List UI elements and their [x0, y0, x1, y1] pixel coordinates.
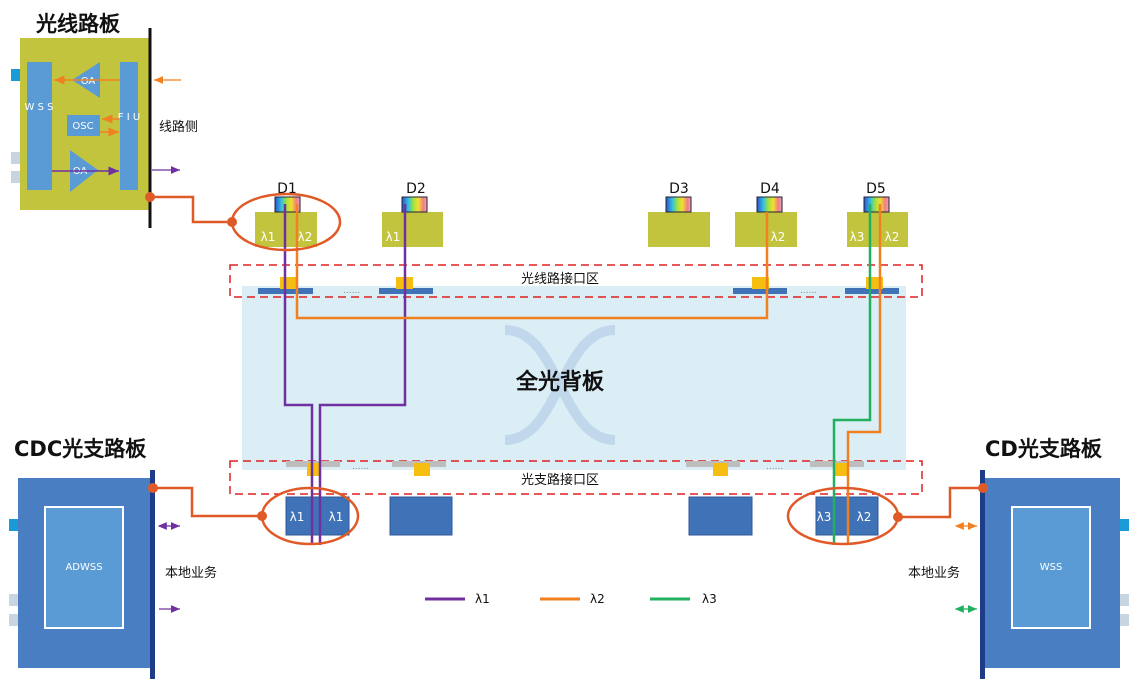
- cd-board-title: CD光支路板: [985, 437, 1103, 461]
- line-board: 光线路板 W S S F I U OA OA OSC 线路侧: [11, 12, 237, 228]
- line-zone-label: 光线路接口区: [521, 271, 599, 287]
- tributary-card[interactable]: [688, 496, 753, 536]
- osc-module: [67, 115, 100, 136]
- path-lambda2-d1-d4: [295, 204, 769, 320]
- ellipsis: ......: [352, 462, 369, 472]
- legend-label: λ3: [702, 592, 717, 606]
- spectrum-icon: [665, 196, 692, 213]
- port-icon: [1120, 594, 1129, 606]
- tributary-port-connectors: [307, 463, 848, 476]
- wavelength-label: λ3: [850, 230, 865, 244]
- port-icon: [1120, 519, 1129, 531]
- wss-module: [1011, 506, 1091, 629]
- degree-card-d3[interactable]: D3: [648, 181, 710, 247]
- cd-board: CD光支路板 WSS 本地业务: [893, 437, 1129, 679]
- connector-line: [898, 486, 983, 519]
- connector-line: [153, 486, 262, 518]
- degree-label: D5: [866, 181, 886, 197]
- local-service-label: 本地业务: [908, 565, 960, 581]
- degree-label: D3: [669, 181, 689, 197]
- connector-line: [150, 195, 232, 224]
- port-icon: [1120, 614, 1129, 626]
- fiu-label: F I U: [118, 112, 140, 123]
- wavelength-label: λ2: [885, 230, 900, 244]
- adwss-module: [44, 506, 124, 629]
- backplane-body: [242, 286, 906, 470]
- wss-module: [27, 62, 52, 190]
- wavelength-label: λ2: [298, 230, 313, 244]
- degree-card-d2[interactable]: D2 λ1: [382, 181, 443, 247]
- degree-label: D4: [760, 181, 780, 197]
- backplane: 全光背板 光线路接口区 ...... ...... 光支路接口区 ...... …: [229, 264, 923, 495]
- legend: λ1 λ2 λ3: [425, 592, 717, 606]
- backplane-title: 全光背板: [515, 369, 605, 395]
- cross-connect-icon: [504, 325, 616, 445]
- wavelength-label: λ3: [817, 510, 832, 524]
- path-lambda1-d1: [283, 204, 314, 545]
- port-icon: [9, 594, 18, 606]
- port-icon: [11, 69, 20, 81]
- ellipsis: ......: [343, 286, 360, 296]
- line-board-title: 光线路板: [35, 12, 121, 36]
- spectrum-icon: [401, 196, 428, 213]
- oa-top-label: OA: [81, 76, 96, 87]
- degree-cards: D1 λ1 λ2 D2 λ1 D3 D4 λ2 D5 λ3 λ2: [255, 181, 908, 247]
- fiu-module: [120, 62, 138, 190]
- highlight-ellipse: [230, 192, 342, 252]
- legend-label: λ2: [590, 592, 605, 606]
- port-icon: [11, 171, 20, 183]
- port-icon: [9, 519, 18, 531]
- wavelength-label: λ2: [857, 510, 872, 524]
- board-edge: [980, 470, 985, 679]
- path-lambda1-d2: [318, 204, 407, 545]
- adwss-label: ADWSS: [65, 562, 102, 573]
- tributary-card[interactable]: [389, 496, 453, 536]
- degree-card-d5[interactable]: D5 λ3 λ2: [847, 181, 908, 247]
- wavelength-label: λ1: [290, 510, 305, 524]
- wavelength-label: λ1: [329, 510, 344, 524]
- spectrum-icon: [863, 196, 890, 213]
- tributary-cards: λ1 λ1 λ3 λ2: [285, 496, 879, 536]
- path-lambda3-d5: [832, 204, 872, 545]
- spectrum-icon: [274, 196, 301, 213]
- wavelength-label: λ1: [261, 230, 276, 244]
- tributary-zone-label: 光支路接口区: [521, 472, 599, 488]
- wss-label: W S S: [25, 102, 54, 113]
- line-side-label: 线路侧: [159, 119, 198, 135]
- cdc-board-title: CDC光支路板: [14, 437, 147, 461]
- line-interface-zone: [229, 264, 923, 298]
- wavelength-label: λ1: [386, 230, 401, 244]
- wss-label: WSS: [1040, 562, 1063, 573]
- tributary-interface-zone: [229, 460, 923, 495]
- tributary-card[interactable]: [285, 496, 350, 536]
- local-service-label: 本地业务: [165, 565, 217, 581]
- osc-label: OSC: [72, 121, 93, 132]
- degree-label: D2: [406, 181, 426, 197]
- board-edge: [150, 470, 155, 679]
- port-icon: [11, 152, 20, 164]
- legend-label: λ1: [475, 592, 490, 606]
- spectrum-icon: [756, 196, 783, 213]
- ellipsis: ......: [800, 286, 817, 296]
- wavelength-label: λ2: [771, 230, 786, 244]
- ellipsis: ......: [766, 462, 783, 472]
- port-icon: [9, 614, 18, 626]
- cdc-board: CDC光支路板 ADWSS 本地业务: [9, 437, 267, 679]
